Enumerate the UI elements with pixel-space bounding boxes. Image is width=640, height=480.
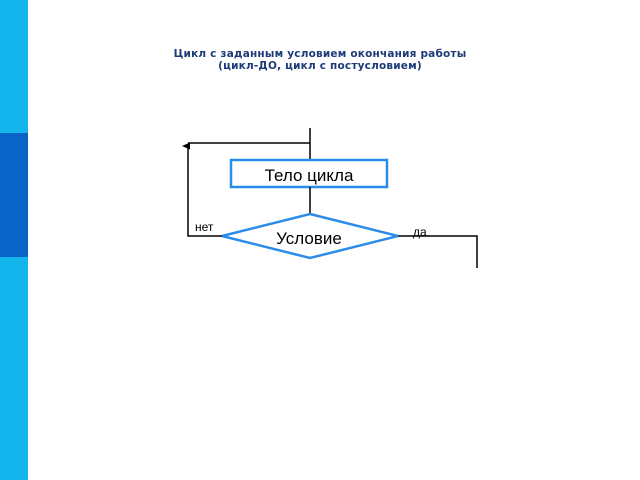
no-label: нет bbox=[195, 220, 214, 234]
yes-branch-connector bbox=[398, 235, 478, 268]
condition-label: Условие bbox=[276, 229, 342, 248]
title-line-2: (цикл-ДО, цикл с постусловием) bbox=[218, 60, 422, 72]
condition-diamond bbox=[221, 212, 399, 260]
side-accent-block bbox=[0, 133, 28, 257]
yes-label: да bbox=[413, 225, 427, 239]
loop-body-label: Тело цикла bbox=[265, 166, 354, 185]
no-branch-connector bbox=[182, 142, 222, 237]
loop-body-box bbox=[229, 158, 389, 189]
title-line-1: Цикл с заданным условием окончания работ… bbox=[173, 48, 467, 60]
slide-title: Цикл с заданным условием окончания работ… bbox=[130, 48, 510, 72]
